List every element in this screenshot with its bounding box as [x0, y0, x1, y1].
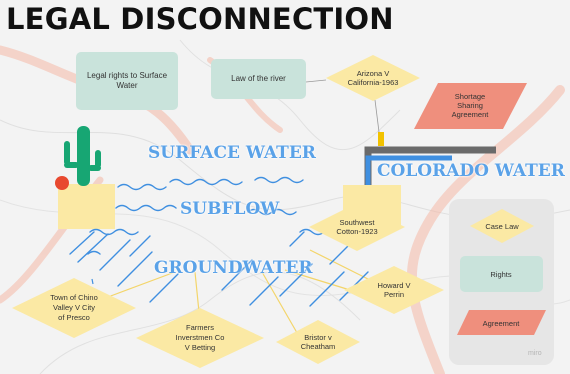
shortage-sharing-agreement[interactable]: Shortage Sharing Agreement: [414, 83, 527, 129]
case-arizona[interactable]: Arizona V California-1963: [326, 55, 420, 101]
surface-water-label: SURFACE WATER: [148, 143, 316, 163]
case-southwest[interactable]: Southwest Cotton-1923: [309, 203, 405, 251]
case-howard-line1: Howard V: [378, 281, 411, 290]
case-arizona-line2: California-1963: [348, 78, 399, 87]
legal-rights-label: Legal rights to Surface Water: [86, 71, 168, 90]
legend-rights-label: Rights: [490, 270, 512, 279]
legend-rights: Rights: [460, 256, 543, 292]
case-howard-line2: Perrin: [384, 290, 404, 299]
law-of-river-box[interactable]: Law of the river: [211, 59, 306, 99]
legend-graphics: Case Law Rights Agreement: [457, 209, 546, 335]
case-howard[interactable]: Howard V Perrin: [344, 266, 444, 314]
case-southwest-line2: Cotton-1923: [336, 227, 377, 236]
page-title: LEGAL DISCONNECTION: [6, 2, 394, 36]
water-lines: [69, 176, 369, 307]
agreement-line2: Sharing: [457, 101, 483, 110]
small-tick: [91, 278, 94, 285]
case-bristor-line1: Bristor v: [304, 333, 332, 342]
law-of-river-label: Law of the river: [231, 74, 286, 83]
legend-case-law-label: Case Law: [485, 222, 519, 231]
case-town-chino-line1: Town of Chino: [50, 293, 98, 302]
legend-panel: Case Law Rights Agreement: [449, 199, 554, 365]
miro-watermark: miro: [528, 350, 542, 357]
case-farmers-line3: V Betting: [185, 343, 215, 352]
legend-agreement: Agreement: [457, 310, 546, 335]
sun-icon: [55, 176, 69, 190]
surface-water-block-left: [58, 184, 115, 229]
groundwater-label: GROUNDWATER: [154, 258, 313, 278]
case-town-chino[interactable]: Town of Chino Valley V City of Presco: [12, 278, 136, 338]
case-town-chino-line2: Valley V City: [53, 303, 95, 312]
case-farmers-line1: Farmers: [186, 323, 214, 332]
agreement-line1: Shortage: [455, 92, 485, 101]
case-farmers[interactable]: Farmers Inverstmen Co V Betting: [136, 308, 264, 368]
case-farmers-line2: Inverstmen Co: [176, 333, 225, 342]
subflow-label: SUBFLOW: [180, 199, 280, 219]
legend-case-law: Case Law: [470, 209, 534, 243]
agreement-line3: Agreement: [452, 110, 490, 119]
legend-agreement-label: Agreement: [483, 319, 521, 328]
case-southwest-line1: Southwest: [339, 218, 375, 227]
cactus-icon: [64, 126, 101, 186]
colorado-water-label: COLORADO WATER: [377, 161, 565, 181]
case-town-chino-line3: of Presco: [58, 313, 90, 322]
case-bristor[interactable]: Bristor v Cheatham: [276, 320, 360, 364]
case-arizona-line1: Arizona V: [357, 69, 390, 78]
case-bristor-line2: Cheatham: [301, 342, 336, 351]
legal-rights-box[interactable]: Legal rights to Surface Water: [76, 52, 178, 110]
